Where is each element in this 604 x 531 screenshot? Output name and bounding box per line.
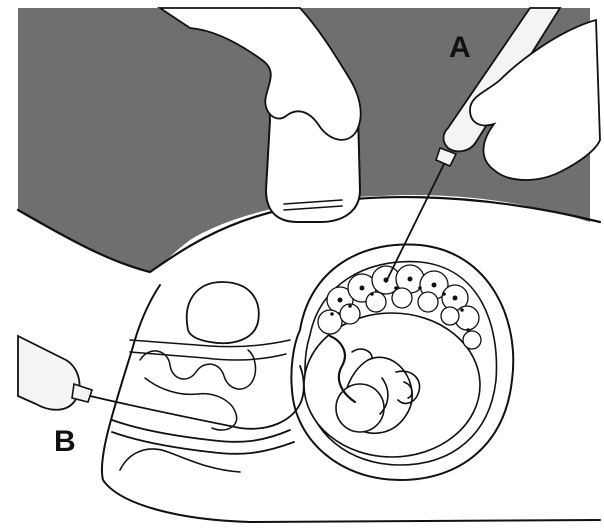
label-a: A xyxy=(449,31,471,64)
label-b: B xyxy=(54,425,76,458)
